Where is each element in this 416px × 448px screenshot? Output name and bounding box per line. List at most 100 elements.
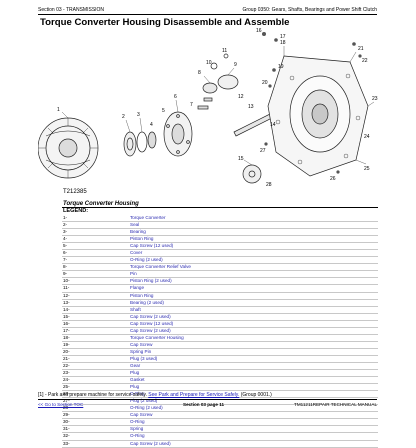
legend-description[interactable]: Cap Screw (2 used) bbox=[130, 313, 171, 319]
legend-row: 31- Spring bbox=[62, 426, 378, 434]
legend-description[interactable]: Spring Pin bbox=[130, 348, 152, 354]
legend-number: 19- bbox=[63, 341, 70, 347]
footer-divider bbox=[38, 399, 377, 400]
legend-number: 32- bbox=[63, 433, 70, 439]
legend-row: 26- O-Ring bbox=[62, 391, 378, 399]
legend-number: 11- bbox=[63, 285, 70, 291]
callout-23: 23 bbox=[372, 96, 378, 102]
legend-number: 15- bbox=[63, 313, 70, 319]
legend-number: 4- bbox=[63, 236, 68, 242]
legend-description[interactable]: O-Ring bbox=[130, 391, 145, 397]
legend-number: 23- bbox=[63, 370, 70, 376]
legend-description[interactable]: Plug (2 used) bbox=[130, 398, 158, 404]
legend-description[interactable]: Plug bbox=[130, 384, 140, 390]
legend-description[interactable]: Plug (3 used) bbox=[130, 355, 158, 361]
legend-description[interactable]: Pin bbox=[130, 271, 137, 277]
legend-row: 33-Cap Screw (2 used) bbox=[62, 441, 378, 448]
callout-2: 2 bbox=[122, 114, 125, 120]
legend-row: 21-Plug (3 used) bbox=[62, 356, 378, 363]
legend-number: 6- bbox=[63, 250, 68, 256]
legend-number: 14- bbox=[63, 306, 70, 312]
legend-number: 16- bbox=[63, 320, 70, 326]
legend-row: 14- Shaft bbox=[62, 307, 378, 314]
figure-id: T212385 bbox=[63, 189, 87, 195]
callout-13: 13 bbox=[248, 104, 254, 110]
legend-row: 27-Plug (2 used) bbox=[62, 398, 378, 406]
legend-description[interactable]: Gear bbox=[130, 362, 141, 368]
legend-description[interactable]: Gasket bbox=[130, 377, 145, 383]
callout-10: 10 bbox=[206, 60, 212, 66]
legend-description[interactable]: O-Ring bbox=[130, 419, 145, 425]
callout-3: 3 bbox=[137, 112, 140, 118]
callout-9: 9 bbox=[234, 62, 237, 68]
legend-row: 24-Gasket bbox=[62, 377, 378, 385]
legend-description[interactable]: Piston Ring (2 used) bbox=[130, 278, 172, 284]
legend-number: 30- bbox=[63, 419, 70, 425]
legend-description[interactable]: O-Ring (2 used) bbox=[130, 405, 163, 411]
legend-number: 12- bbox=[63, 292, 70, 298]
legend-description[interactable]: Spring bbox=[130, 426, 144, 432]
legend-row: 32- O-Ring bbox=[62, 433, 378, 441]
page-title: Torque Converter Housing Disassemble and… bbox=[40, 17, 290, 28]
legend-description[interactable]: Bearing (2 used) bbox=[130, 299, 164, 305]
procedure-step: [1] - Park and prepare machine for servi… bbox=[38, 392, 272, 398]
legend-description[interactable]: O-Ring (2 used) bbox=[130, 257, 163, 263]
legend-description[interactable]: Shaft bbox=[130, 306, 141, 312]
legend-description[interactable]: Plug bbox=[130, 370, 140, 376]
legend-description[interactable]: Piston Ring bbox=[130, 236, 154, 242]
legend-number: 1- bbox=[63, 215, 68, 220]
callout-19: 19 bbox=[278, 64, 284, 70]
legend-number: 31- bbox=[63, 426, 70, 432]
legend-row: 8-Torque Converter Relief Valve bbox=[62, 264, 378, 272]
legend-description[interactable]: Cap Screw (12 used) bbox=[130, 320, 174, 326]
callout-15: 15 bbox=[238, 156, 244, 162]
legend-row: 30- O-Ring bbox=[62, 419, 378, 427]
group-header: Group 0350: Gears, Shafts, Bearings and … bbox=[242, 7, 377, 13]
section-toc-link[interactable]: << Go to Section TOC bbox=[38, 402, 84, 407]
legend-number: 9- bbox=[63, 271, 68, 277]
legend-row: 6- Cover bbox=[62, 250, 378, 258]
legend-description[interactable]: Cap Screw (12 used) bbox=[130, 243, 174, 249]
legend-heading: LEGEND: bbox=[63, 208, 89, 214]
legend-number: 25- bbox=[63, 384, 70, 390]
gear-part bbox=[242, 164, 262, 184]
legend-description[interactable]: O-Ring bbox=[130, 433, 145, 439]
manual-id: TM11211REPAIR TECHNICAL MANUAL bbox=[294, 402, 377, 407]
legend-description[interactable]: Cap Screw (2 used) bbox=[130, 440, 171, 446]
safety-link[interactable]: See Park and Prepare for Service Safely. bbox=[148, 392, 240, 398]
legend-row: 1- Torque Converter bbox=[62, 215, 378, 223]
legend-number: 18- bbox=[63, 334, 70, 340]
legend-description[interactable]: Flange bbox=[130, 285, 145, 291]
legend-description[interactable]: Cap Screw bbox=[130, 412, 153, 418]
legend-description[interactable]: Bearing bbox=[130, 229, 146, 235]
legend-description[interactable]: Torque Converter Housing bbox=[130, 334, 184, 340]
cover-part bbox=[163, 111, 193, 157]
callout-18: 18 bbox=[280, 40, 286, 46]
legend-number: 17- bbox=[63, 327, 70, 333]
manual-page: Section 03 - TRANSMISSION Group 0350: Ge… bbox=[38, 7, 378, 448]
legend-description[interactable]: Cap Screw (2 used) bbox=[130, 327, 171, 333]
legend-row: 4- Piston Ring bbox=[62, 236, 378, 244]
callout-12: 12 bbox=[238, 94, 244, 100]
legend-row: 12- Piston Ring bbox=[62, 293, 378, 300]
legend-row: 3- Bearing bbox=[62, 229, 378, 237]
legend-number: 20- bbox=[63, 348, 70, 354]
legend-description[interactable]: Cap Screw bbox=[130, 341, 153, 347]
legend-description[interactable]: Torque Converter bbox=[130, 215, 166, 220]
legend-number: 3- bbox=[63, 229, 68, 235]
step-text: [1] - Park and prepare machine for servi… bbox=[38, 392, 149, 398]
legend-row: 7-O-Ring (2 used) bbox=[62, 257, 378, 265]
legend-row: 22- Gear bbox=[62, 362, 378, 371]
legend-description[interactable]: Cover bbox=[130, 250, 143, 256]
legend-row: 10-Piston Ring (2 used) bbox=[62, 278, 378, 286]
legend-number: 22- bbox=[63, 362, 70, 368]
legend-description[interactable]: Torque Converter Relief Valve bbox=[130, 264, 191, 270]
legend-row: 16- Cap Screw (12 used) bbox=[62, 321, 378, 328]
legend-number: 26- bbox=[63, 391, 70, 397]
legend-description[interactable]: Seal bbox=[130, 222, 140, 228]
callout-17: 17 bbox=[280, 34, 286, 40]
figure-caption: Torque Converter Housing bbox=[63, 201, 139, 207]
legend-description[interactable]: Piston Ring bbox=[130, 292, 154, 298]
